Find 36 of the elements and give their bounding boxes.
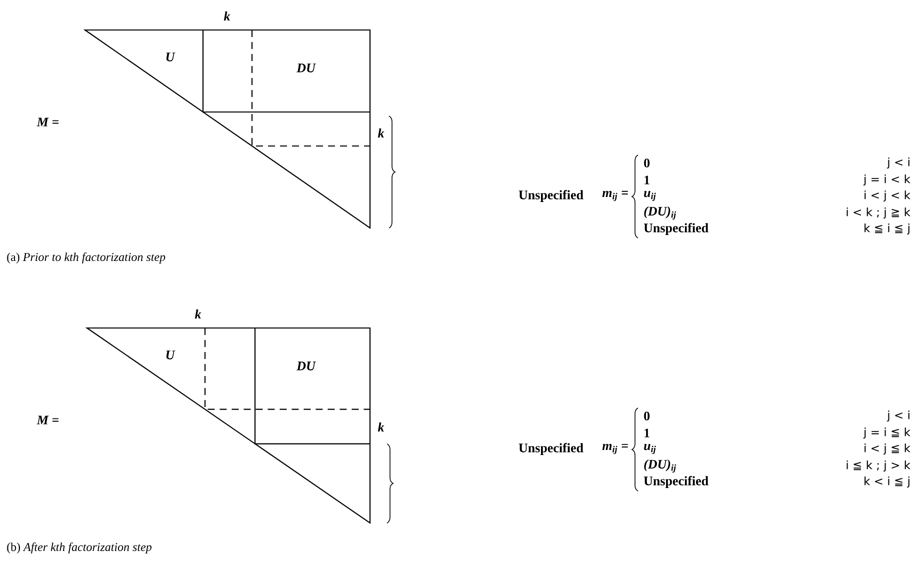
case-value: (DU)$_{ij}$ bbox=[644, 206, 676, 220]
region-label: Unspecified bbox=[518, 190, 584, 202]
k-label: k bbox=[224, 12, 230, 20]
k-label: k bbox=[378, 422, 384, 432]
case-condition: k ≦ i ≦ j bbox=[864, 223, 910, 235]
case-condition: i ≦ k ; j > k bbox=[846, 460, 910, 472]
k-label: k bbox=[194, 310, 202, 319]
case-value: Unspecified bbox=[644, 476, 708, 488]
case-value: Unspecified bbox=[644, 223, 708, 235]
case-condition: i < j ≦ k bbox=[864, 443, 910, 455]
case-value: 0 bbox=[644, 412, 650, 420]
case-value: (DU)$_{ij}$ bbox=[644, 459, 676, 473]
region-label: U bbox=[166, 350, 176, 360]
case-condition: j = i < k bbox=[863, 174, 910, 186]
region-label: DU bbox=[296, 64, 316, 72]
case-value: 0 bbox=[644, 158, 650, 168]
matrix-label: M = bbox=[36, 118, 58, 126]
region-label: Unspecified bbox=[518, 443, 584, 455]
region-label: DU bbox=[296, 362, 316, 370]
formula-label: m$_{ij}$ = bbox=[602, 190, 628, 202]
case-value: 1 bbox=[644, 428, 650, 438]
case-condition: j < i bbox=[886, 157, 910, 169]
case-condition: i < j < k bbox=[864, 190, 910, 202]
formula-label: m$_{ij}$ = bbox=[602, 444, 628, 454]
region-label: U bbox=[166, 52, 176, 62]
case-condition: j < i bbox=[886, 410, 910, 422]
k-label: k bbox=[378, 128, 384, 138]
case-condition: i < k ; j ≧ k bbox=[846, 207, 910, 219]
case-value: u$_{ij}$ bbox=[644, 190, 656, 202]
case-value: 1 bbox=[644, 176, 650, 184]
case-condition: j = i ≦ k bbox=[863, 427, 910, 439]
caption: (a) Prior to kth factorization step bbox=[7, 252, 166, 264]
case-condition: k < i ≦ j bbox=[864, 476, 910, 488]
caption: (b) After kth factorization step bbox=[7, 542, 152, 554]
matrix-label: M = bbox=[36, 416, 58, 424]
case-value: u$_{ij}$ bbox=[644, 444, 656, 454]
